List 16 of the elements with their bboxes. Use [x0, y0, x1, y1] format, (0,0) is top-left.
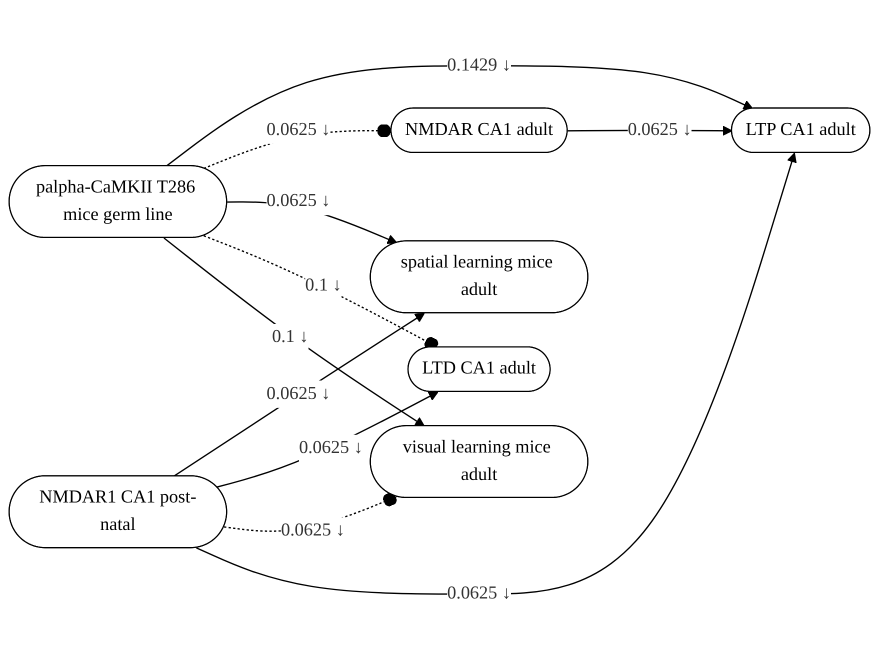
arrow: [166, 64, 754, 166]
arrow: [164, 237, 425, 426]
edge-label: 0.0625 ↓: [266, 384, 330, 403]
edge-label: 0.0625 ↓: [298, 438, 363, 458]
arrow: [173, 312, 425, 476]
connector: [204, 234, 438, 350]
edge-label: 0.0625 ↓: [266, 190, 330, 210]
edge-label: 0.1 ↓: [272, 326, 308, 346]
edge-label: 0.0625 ↓: [266, 120, 330, 139]
arrow: [196, 152, 797, 594]
edge-label: 0.0625 ↓: [280, 520, 345, 540]
arrow: [216, 391, 438, 488]
edge-label: 0.1429 ↓: [447, 55, 511, 74]
edge-label: 0.1 ↓: [305, 275, 342, 295]
edge-label: 0.0625 ↓: [628, 120, 692, 139]
edge-label: 0.0625 ↓: [447, 583, 511, 603]
